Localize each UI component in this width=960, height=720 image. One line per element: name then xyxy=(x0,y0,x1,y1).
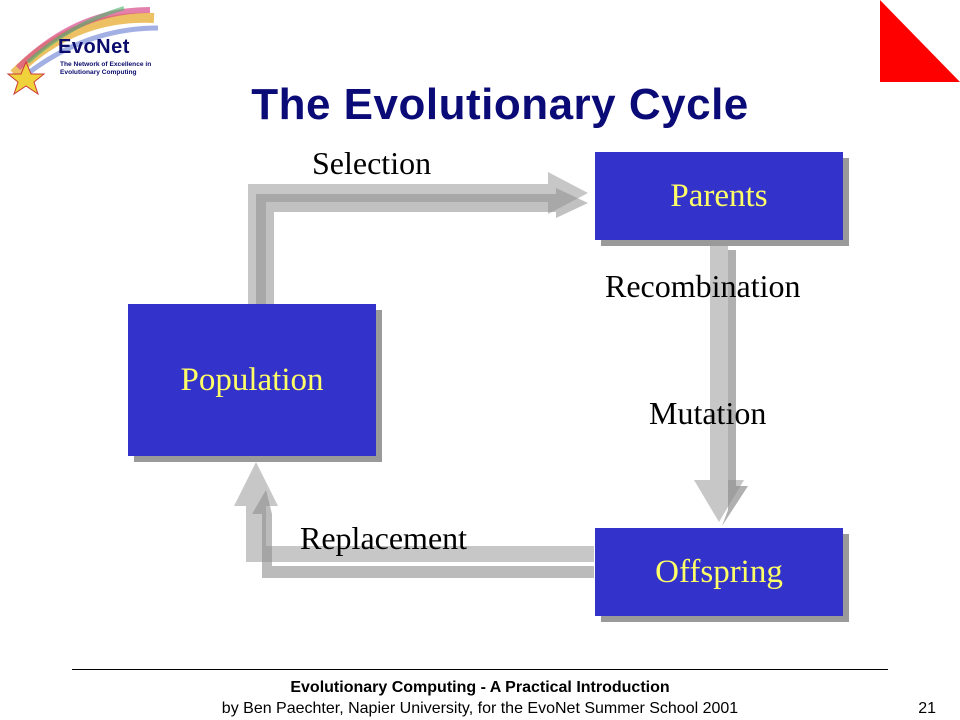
parents-box: Parents xyxy=(595,152,843,240)
footer-credit: by Ben Paechter, Napier University, for … xyxy=(221,700,739,717)
replacement-label: Replacement xyxy=(300,520,468,556)
population-box: Population xyxy=(128,304,376,456)
footer-title: Evolutionary Computing - A Practical Int… xyxy=(290,679,670,696)
evonet-swoosh-icon xyxy=(6,6,159,96)
red-corner-triangle-icon xyxy=(880,0,960,82)
selection-arrow xyxy=(248,172,588,304)
offspring-box: Offspring xyxy=(595,528,843,616)
mutation-arrow xyxy=(694,242,748,526)
parents-label: Parents xyxy=(670,177,768,214)
evonet-logo: EvoNet The Network of Excellence in Evol… xyxy=(4,4,164,96)
offspring-label: Offspring xyxy=(655,553,783,590)
logo-name: EvoNet xyxy=(58,36,130,58)
slide-title: The Evolutionary Cycle xyxy=(251,80,749,129)
selection-label: Selection xyxy=(312,145,432,181)
population-label: Population xyxy=(180,361,324,398)
logo-tagline: The Network of Excellence in Evolutionar… xyxy=(60,61,152,76)
page-number: 21 xyxy=(918,700,936,717)
replacement-arrow xyxy=(234,462,594,578)
footer-divider xyxy=(72,669,888,670)
recombination-label: Recombination xyxy=(605,268,801,304)
mutation-label: Mutation xyxy=(649,395,767,431)
